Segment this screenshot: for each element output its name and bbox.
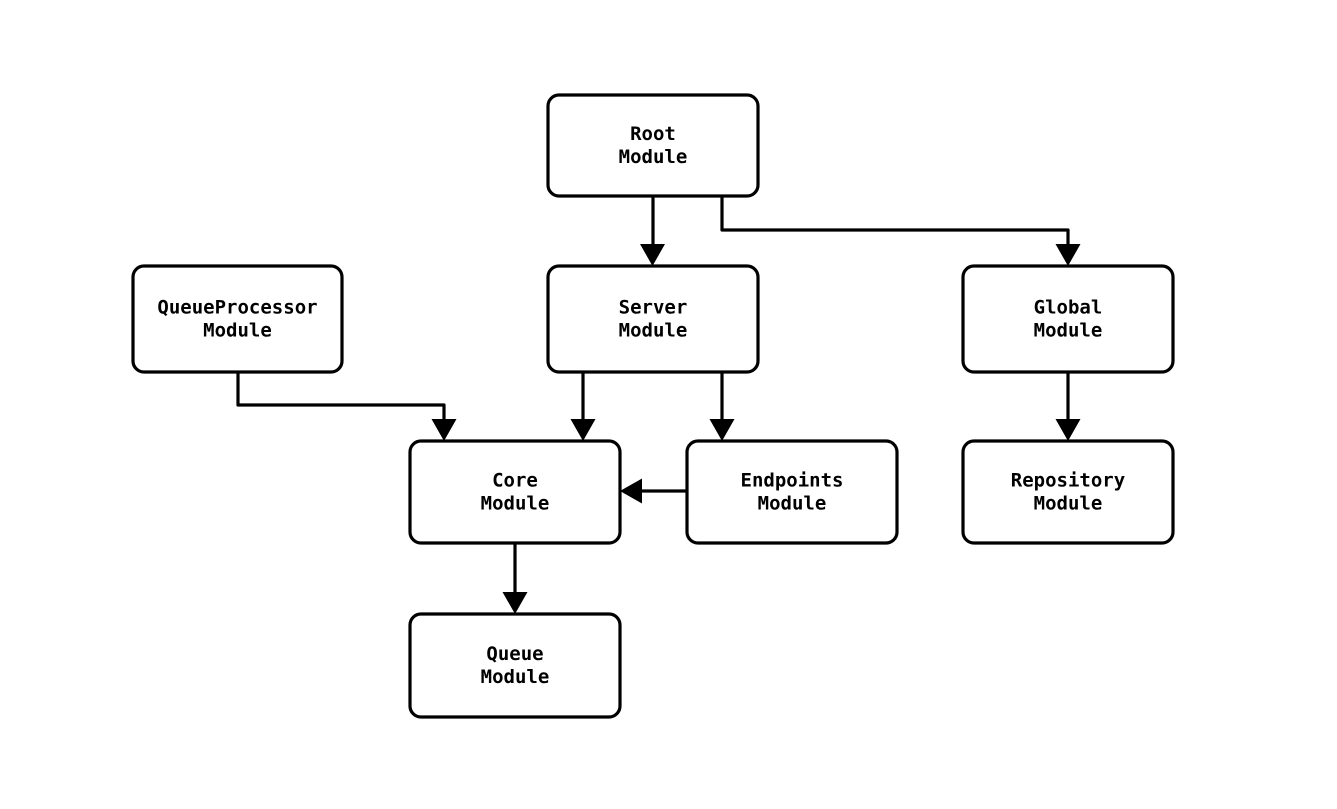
edge-server-to-core-arrowhead-icon	[570, 419, 596, 441]
queue-module-node-label-line2: Module	[481, 666, 550, 688]
endpoints-module-node-box[interactable]	[685, 439, 899, 545]
edge-core-to-queue	[502, 543, 528, 614]
edge-endpoints-to-core	[620, 478, 687, 504]
global-module-node-label-line2: Module	[1034, 320, 1103, 342]
edge-root-to-global-arrowhead-icon	[1055, 244, 1081, 266]
queue-module-node-label-line1: Queue	[486, 643, 543, 665]
endpoints-module-node-label-line2: Module	[758, 493, 827, 515]
edge-server-to-core	[570, 372, 596, 441]
root-module-node-box[interactable]	[546, 93, 760, 198]
queueprocessor-module-node-label-line2: Module	[203, 320, 272, 342]
global-module-node-box[interactable]	[961, 264, 1175, 374]
repository-module-node-label-line2: Module	[1034, 493, 1103, 515]
root-module-node-label-line1: Root	[630, 123, 676, 145]
server-module-node-label-line1: Server	[619, 297, 688, 319]
repository-module-node-box[interactable]	[961, 439, 1175, 545]
edge-endpoints-to-core-arrowhead-icon	[620, 478, 642, 504]
node-layer: RootModuleQueueProcessorModuleServerModu…	[131, 93, 1175, 719]
edge-root-to-server-arrowhead-icon	[640, 244, 665, 266]
core-module-node-box[interactable]	[408, 439, 622, 545]
server-module-node-box[interactable]	[546, 264, 760, 374]
edge-root-to-global	[720, 196, 1081, 266]
edge-core-to-queue-arrowhead-icon	[502, 592, 528, 614]
edge-queueprocessor-to-core	[236, 372, 457, 441]
edge-server-to-endpoints	[709, 372, 735, 441]
edge-root-to-server	[640, 196, 665, 266]
root-module-node-label-line2: Module	[619, 146, 688, 168]
edge-queueprocessor-to-core-arrowhead-icon	[431, 419, 457, 441]
queueprocessor-module-node-label-line1: QueueProcessor	[157, 297, 317, 319]
server-module-node-label-line2: Module	[619, 320, 688, 342]
edge-global-to-repository	[1055, 372, 1081, 441]
edge-queueprocessor-to-core-line	[236, 372, 446, 427]
endpoints-module-node-label-line1: Endpoints	[741, 470, 844, 492]
edge-server-to-endpoints-arrowhead-icon	[709, 419, 735, 441]
queue-module-node-box[interactable]	[408, 612, 622, 719]
edge-global-to-repository-arrowhead-icon	[1055, 419, 1081, 441]
queueprocessor-module-node-box[interactable]	[131, 264, 344, 374]
core-module-node-label-line1: Core	[492, 470, 538, 492]
edge-root-to-global-line	[720, 196, 1070, 252]
global-module-node-label-line1: Global	[1034, 297, 1103, 319]
edge-layer	[236, 196, 1081, 614]
repository-module-node-label-line1: Repository	[1011, 470, 1125, 492]
core-module-node-label-line2: Module	[481, 493, 550, 515]
